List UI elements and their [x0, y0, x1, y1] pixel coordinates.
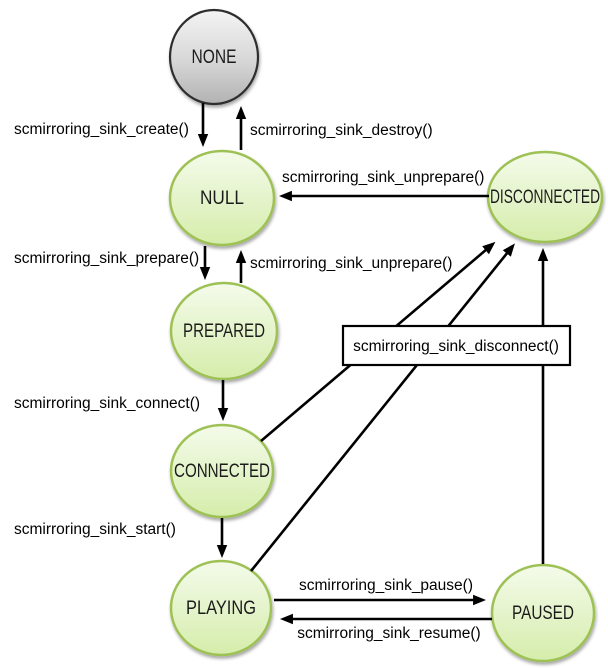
state-node-prepared: [169, 281, 279, 381]
transition-label-connect: scmirroring_sink_connect(): [14, 395, 200, 412]
state-node-null: [168, 149, 276, 247]
transition-label-destroy: scmirroring_sink_destroy(): [250, 122, 433, 139]
transition-label-resume: scmirroring_sink_resume(): [297, 625, 480, 642]
transition-label-prepare: scmirroring_sink_prepare(): [14, 250, 199, 267]
state-node-connected: [169, 423, 275, 519]
transition-label-unprepare-top: scmirroring_sink_unprepare(): [282, 169, 484, 186]
transition-label-start: scmirroring_sink_start(): [14, 521, 176, 538]
state-label-playing: PLAYING: [186, 598, 256, 619]
state-label-disconnected: DISCONNECTED: [490, 187, 600, 208]
state-node-playing: [169, 559, 273, 657]
disconnect-label-box: [341, 324, 572, 367]
transition-label-disconnect: scmirroring_sink_disconnect(): [353, 338, 559, 355]
state-label-prepared: PREPARED: [183, 321, 265, 342]
transition-label-pause: scmirroring_sink_pause(): [299, 577, 473, 594]
state-label-connected: CONNECTED: [174, 461, 270, 482]
transition-label-unprepare-mid: scmirroring_sink_unprepare(): [250, 255, 452, 272]
state-node-none: [168, 8, 260, 106]
arrow-playing-to-disconnected: [249, 243, 515, 572]
transition-label-create: scmirroring_sink_create(): [14, 121, 189, 138]
state-label-paused: PAUSED: [512, 603, 574, 624]
state-label-null: NULL: [200, 188, 244, 209]
state-label-none: NONE: [192, 47, 237, 68]
state-node-paused: [490, 563, 596, 663]
